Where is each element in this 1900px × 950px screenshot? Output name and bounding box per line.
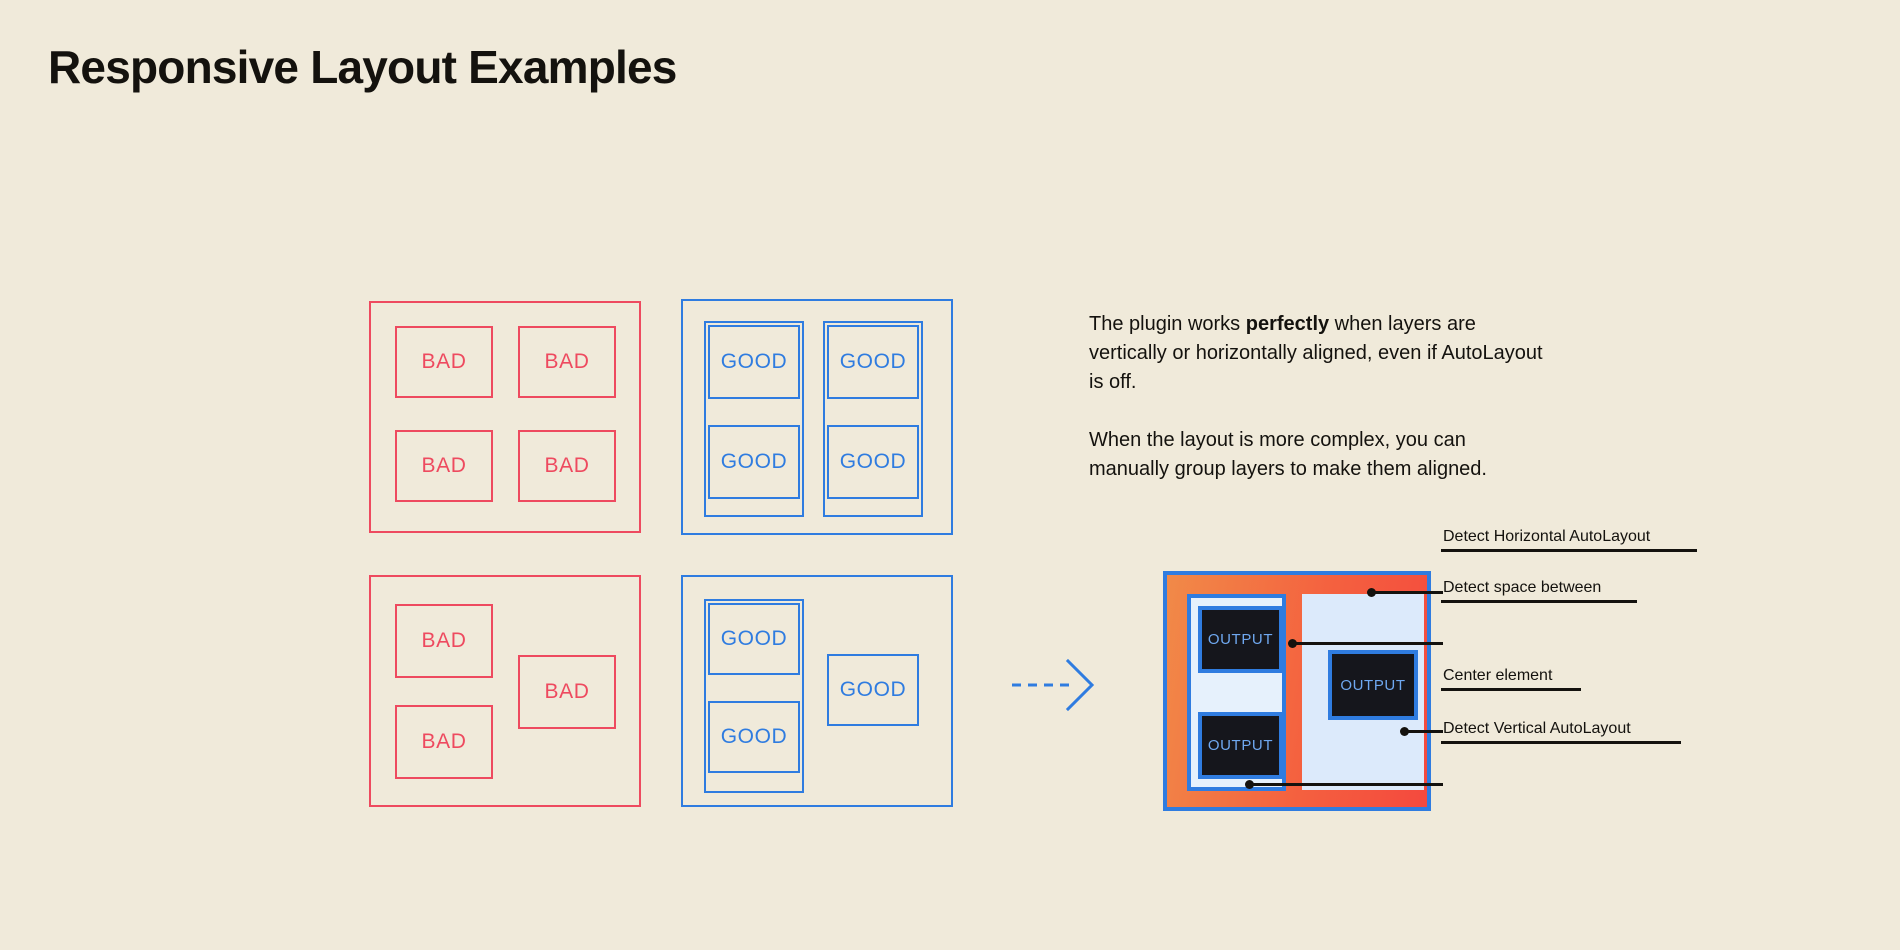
paragraph-1: The plugin works perfectly when layers a… <box>1089 310 1549 397</box>
callout-leader-line <box>1404 730 1443 733</box>
callout-label: Detect space between <box>1443 579 1602 596</box>
callout-label: Center element <box>1443 667 1553 684</box>
bad-cell: BAD <box>395 705 493 779</box>
good-complex-panel-bottom: GOOD GOOD GOOD <box>681 575 953 807</box>
bad-cell: BAD <box>518 430 616 502</box>
page-title: Responsive Layout Examples <box>48 41 677 93</box>
good-cell: GOOD <box>827 654 919 726</box>
good-cell: GOOD <box>708 701 800 773</box>
callout-leader-dot <box>1400 727 1409 736</box>
bad-cell: BAD <box>518 655 616 729</box>
callout-label: Detect Horizontal AutoLayout <box>1443 528 1651 545</box>
left-vertical-group: OUTPUT OUTPUT <box>1187 594 1286 791</box>
good-cell: GOOD <box>708 425 800 499</box>
good-group-column <box>704 599 804 793</box>
paragraph-1-before: The plugin works <box>1089 313 1246 335</box>
good-cell: GOOD <box>827 425 919 499</box>
paragraph-1-bold: perfectly <box>1245 313 1330 335</box>
callout-rule <box>1441 741 1681 744</box>
callout-rule <box>1441 688 1581 691</box>
output-box: OUTPUT <box>1198 712 1283 779</box>
good-grid-panel-top: GOOD GOOD GOOD GOOD <box>681 299 953 535</box>
callout-leader-dot <box>1288 639 1297 648</box>
output-box: OUTPUT <box>1328 650 1418 720</box>
good-cell: GOOD <box>708 603 800 675</box>
bad-cell: BAD <box>395 604 493 678</box>
bad-grid-panel-top: BAD BAD BAD BAD <box>369 301 641 533</box>
bad-cell: BAD <box>518 326 616 398</box>
output-box: OUTPUT <box>1198 606 1283 673</box>
bad-cell: BAD <box>395 326 493 398</box>
callout-leader-dot <box>1367 588 1376 597</box>
callout-rule <box>1441 600 1637 603</box>
dashed-arrow-right-icon <box>1010 655 1100 715</box>
good-group-column <box>704 321 804 517</box>
good-cell: GOOD <box>708 325 800 399</box>
callout-leader-line <box>1292 642 1443 645</box>
description-text: The plugin works perfectly when layers a… <box>1089 310 1549 484</box>
bad-complex-panel-bottom: BAD BAD BAD <box>369 575 641 807</box>
paragraph-2: When the layout is more complex, you can… <box>1089 429 1487 480</box>
callout-rule <box>1441 549 1697 552</box>
detected-autolayout-preview: OUTPUT OUTPUT OUTPUT <box>1163 571 1431 811</box>
callout-leader-line <box>1249 783 1443 786</box>
callout-label: Detect Vertical AutoLayout <box>1443 720 1631 737</box>
callout-leader-line <box>1371 591 1443 594</box>
bad-cell: BAD <box>395 430 493 502</box>
good-cell: GOOD <box>827 325 919 399</box>
good-group-column <box>823 321 923 517</box>
callout-leader-dot <box>1245 780 1254 789</box>
paragraph-1-after: when layers are vertically or horizontal… <box>1089 313 1543 393</box>
